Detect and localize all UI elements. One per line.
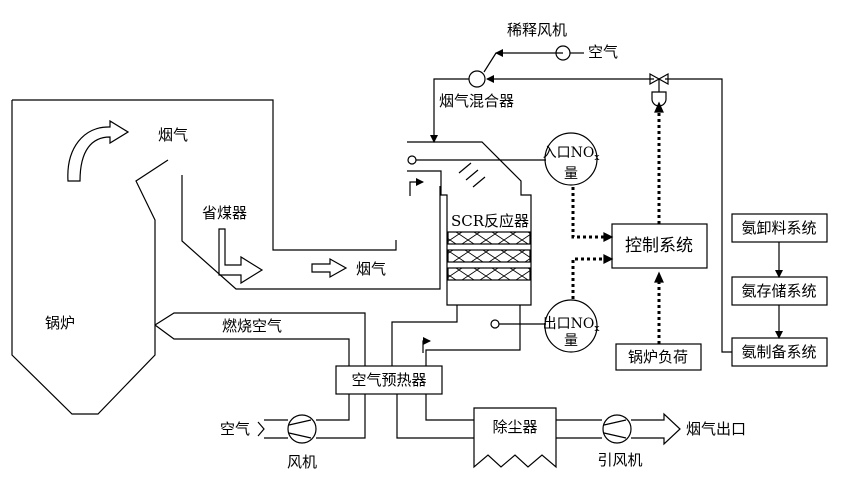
boiler-label: 锅炉 [45,314,75,332]
catalyst-layer-1 [447,231,531,245]
boiler-load-box [615,343,702,371]
economizer-flow-arrow [218,228,264,285]
dust-collector-shape [473,407,557,469]
combustion-air-duct [154,312,366,366]
flue-gas-outlet-label: 烟气出口 [686,420,746,438]
inlet-nox-analyzer [544,132,598,186]
outlet-nox-label: 出口NOx [543,316,600,334]
flue-gas-boiler-label: 烟气 [158,126,188,144]
ammonia-unloading-label: 氨卸料系统 [741,219,816,237]
control-valve-icon [649,72,669,86]
air-top-label: 空气 [588,43,618,61]
outlet-nox-analyzer [544,299,598,353]
control-system-label: 控制系统 [625,236,693,256]
induced-fan-icon [602,414,632,444]
fan-icon [287,414,317,444]
scr-reactor-label: SCR反应器 [451,212,529,230]
air-preheater-box [335,365,443,395]
induced-fan-label: 引风机 [597,451,642,469]
outlet-nox-qty-label: 量 [564,333,578,349]
ammonia-prep-label: 氨制备系统 [741,343,816,361]
combustion-air-label: 燃烧空气 [222,317,282,335]
flue-gas-flow-arrow [311,257,348,279]
air-preheater-label: 空气预热器 [351,371,426,389]
flue-gas-mixer-label: 烟气混合器 [439,92,514,110]
boiler-shape [11,99,441,415]
catalyst-layer-2 [447,249,531,263]
inlet-nox-label: 入口NOx [543,145,600,163]
catalyst-layer-3 [447,267,531,281]
flue-gas-mid-label: 烟气 [356,260,386,278]
fan-label: 风机 [287,453,317,471]
air-bottom-label: 空气 [220,420,250,438]
inlet-nox-qty-label: 量 [564,166,578,182]
ammonia-storage-label: 氨存储系统 [741,282,816,300]
economizer-label: 省煤器 [202,204,247,222]
flue-gas-outlet-arrow [631,412,681,446]
dust-collector-label: 除尘器 [492,418,537,436]
flue-gas-turn-arrow [67,119,130,182]
boiler-load-label: 锅炉负荷 [628,348,688,366]
flue-gas-mixer-icon [468,70,486,88]
dilution-fan-label: 稀释风机 [507,21,567,39]
scr-reactor-body [407,141,532,306]
